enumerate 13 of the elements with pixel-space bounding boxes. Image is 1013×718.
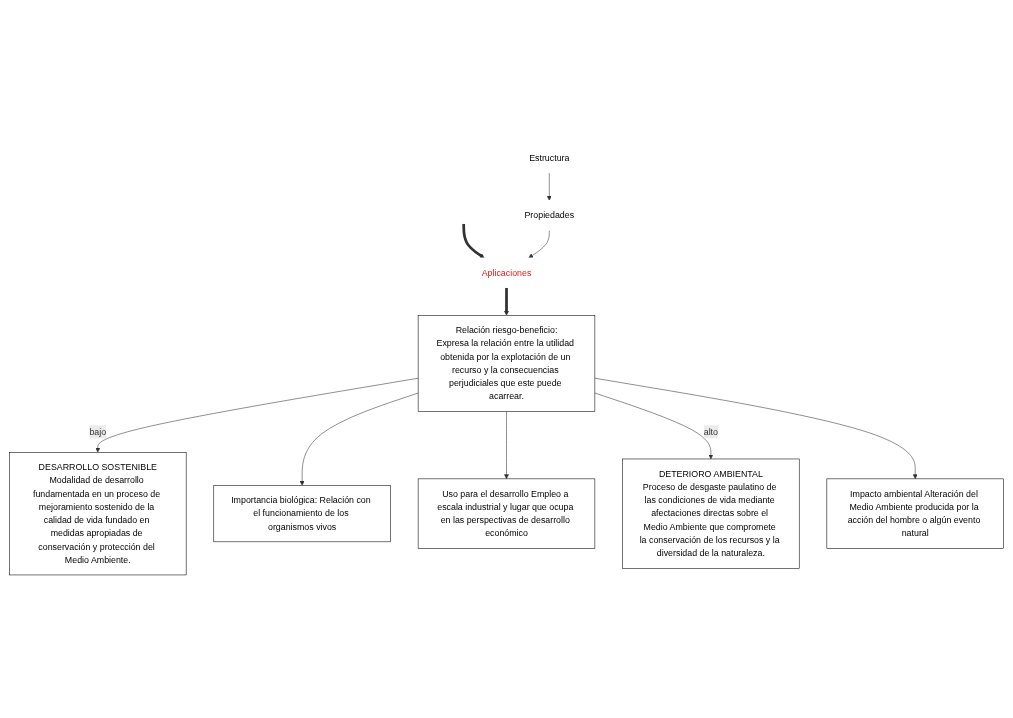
node-box: DETERIORO AMBIENTAL Proceso de desgaste paulatino de las condiciones de vida mediante afectaciones directas sobre el Medio Ambiente que compromete la conservación de los recursos y la diversidad de la naturaleza. — [622, 458, 800, 569]
arrow — [504, 287, 509, 316]
node-box: Relación riesgo-beneficio: Expresa la relación entre la utilidad obtenida por la explotación de un recurso y la consecuencias perjudiciales que este puede acarrear. — [417, 315, 596, 412]
node-text: Propiedades — [524, 210, 575, 220]
edge-label: bajo — [89, 426, 107, 437]
node-box: Importancia biológica: Relación con el funcionamiento de los organismos vivos — [213, 485, 391, 543]
node-text: Estructura — [529, 152, 570, 163]
node-box: Impacto ambiental Alteración del Medio Ambiente producida por la acción del hombre o algún evento natural — [826, 478, 1004, 549]
node-box: Uso para el desarrollo Empleo a escala industrial y lugar que ocupa en las perspectivas de desarrollo económico — [417, 478, 596, 549]
node-box: DESARROLLO SOSTENIBLE Modalidad de desarrollo fundamentada en un proceso de mejoramiento sostenido de la calidad de vida fundado en medidas apropiadas de conservación y protección del Medio Ambiente. — [9, 452, 187, 576]
edge-label: alto — [703, 426, 718, 437]
node-text: Aplicaciones — [481, 267, 532, 278]
arrow — [462, 223, 485, 259]
